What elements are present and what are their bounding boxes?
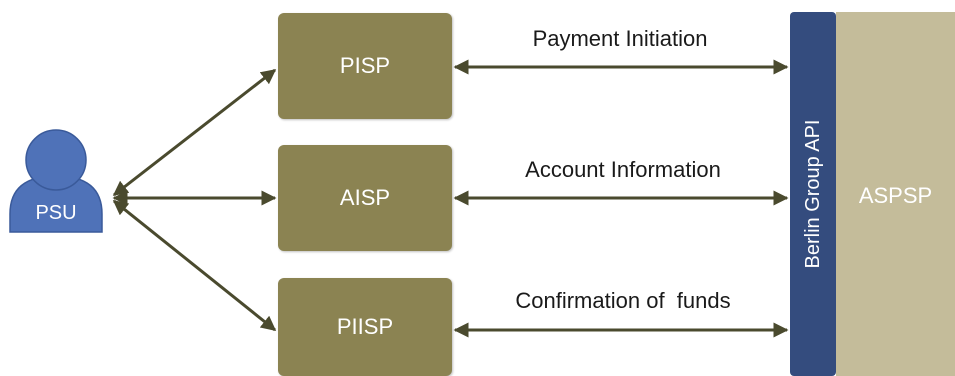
berlin-group-api-label: Berlin Group API [802, 119, 824, 269]
account-information-label: Account Information [525, 157, 721, 182]
arrow-psu-pisp [112, 68, 277, 197]
psu-head [25, 129, 87, 191]
psu-label: PSU [35, 202, 77, 224]
arrow-psu-piisp [112, 199, 277, 332]
payment-initiation-label: Payment Initiation [532, 26, 708, 51]
psu-user-icon [9, 129, 103, 233]
confirmation-of-funds-label: Confirmation of funds [515, 288, 731, 313]
aspsp-label: ASPSP [858, 183, 933, 208]
aspsp-panel [836, 12, 955, 376]
berlin-group-api-bar [790, 12, 836, 376]
piisp-box: PIISP [278, 278, 452, 376]
pisp-box: PISP [278, 13, 452, 119]
aisp-box: AISP [278, 145, 452, 251]
